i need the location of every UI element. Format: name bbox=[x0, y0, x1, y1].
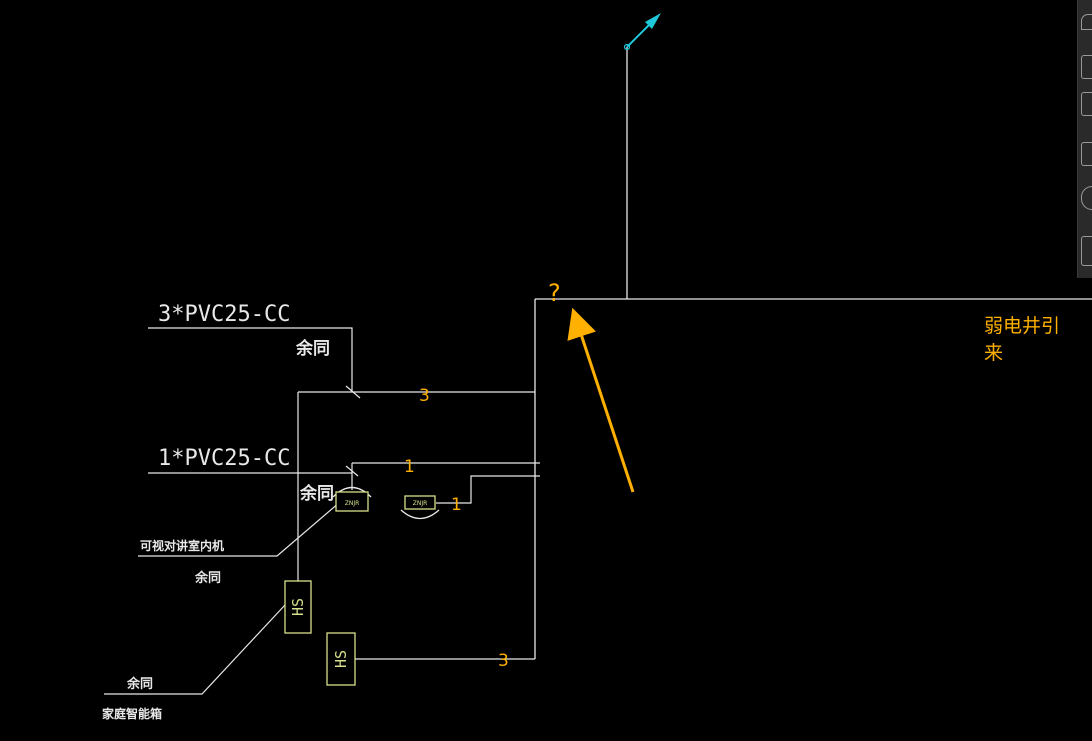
panel-icon[interactable] bbox=[1081, 236, 1092, 266]
same-label: 余同 bbox=[126, 676, 153, 692]
count-label: 1 bbox=[451, 495, 462, 515]
question-mark: ? bbox=[548, 279, 561, 307]
count-label: 3 bbox=[419, 386, 430, 406]
source-note: 来 bbox=[984, 342, 1003, 364]
person-icon[interactable] bbox=[1081, 14, 1092, 30]
side-toolbar bbox=[1077, 0, 1092, 278]
branch-lines bbox=[104, 327, 540, 695]
tick-mark bbox=[345, 465, 359, 477]
trunk-lines bbox=[534, 47, 1092, 659]
pipe-spec-label: 1*PVC25-CC bbox=[158, 446, 290, 471]
layer-icon[interactable] bbox=[1081, 55, 1092, 79]
hs-box-symbol: HS bbox=[326, 632, 356, 686]
leader-smart-box bbox=[104, 604, 286, 695]
annotation-arrow bbox=[567, 307, 635, 493]
leader-indoor-unit bbox=[138, 501, 341, 557]
circle-icon[interactable] bbox=[1081, 186, 1092, 210]
same-label: 余同 bbox=[194, 570, 221, 586]
hs-label: HS bbox=[332, 650, 350, 668]
branch-device-2 bbox=[436, 475, 540, 504]
same-label: 余同 bbox=[295, 338, 330, 359]
indoor-unit-label: 可视对讲室内机 bbox=[140, 538, 224, 553]
device-code: ZNJR bbox=[413, 500, 428, 507]
tick-mark bbox=[345, 385, 361, 399]
source-note: 弱电井引 bbox=[984, 315, 1060, 337]
intercom-device-symbol: ZNJR bbox=[400, 495, 440, 520]
hs-box-symbol: HS bbox=[284, 580, 312, 634]
hs-label: HS bbox=[289, 598, 307, 616]
layer-icon[interactable] bbox=[1081, 92, 1092, 116]
device-code: ZNJR bbox=[345, 500, 360, 507]
pipe-spec-label: 3*PVC25-CC bbox=[158, 302, 290, 327]
smart-box-label: 家庭智能箱 bbox=[102, 706, 162, 721]
layer-icon[interactable] bbox=[1081, 142, 1092, 166]
same-label: 余同 bbox=[299, 483, 334, 504]
riser-arrow-symbol bbox=[623, 13, 661, 51]
count-label: 1 bbox=[404, 457, 415, 477]
intercom-device-symbol: ZNJR bbox=[332, 486, 372, 512]
leader-pipe-a bbox=[148, 327, 353, 392]
count-label: 3 bbox=[498, 651, 509, 671]
